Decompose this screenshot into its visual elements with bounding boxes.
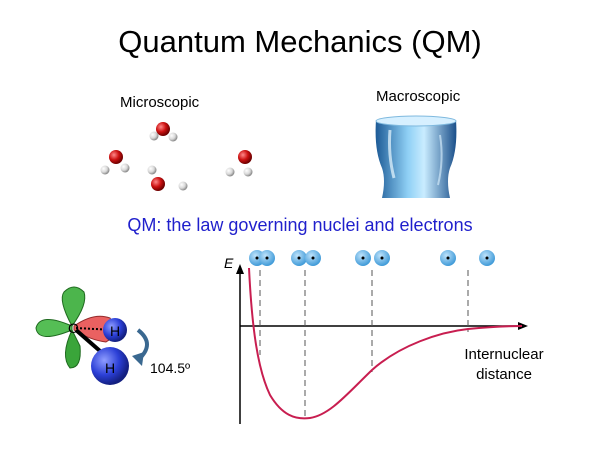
- slide-subtitle: QM: the law governing nuclei and electro…: [127, 215, 473, 235]
- microscopic-label: Microscopic: [120, 94, 200, 111]
- atom-pair-equilibrium: [291, 250, 321, 266]
- energy-axis-label: E: [224, 255, 234, 271]
- macroscopic-label: Macroscopic: [376, 88, 461, 105]
- x-axis-arrow: [518, 322, 528, 330]
- potential-energy-curve: [248, 267, 523, 420]
- slide-title: Quantum Mechanics (QM): [118, 24, 482, 59]
- atom-pair-separated: [440, 250, 495, 266]
- y-axis-arrow: [236, 264, 244, 274]
- internuclear-distance-label: Internuclear distance: [448, 345, 560, 385]
- bond-angle-label: 104.5º: [150, 360, 191, 376]
- oxygen-atom-label: O: [68, 320, 79, 336]
- hydrogen-atom-label: H: [110, 323, 121, 339]
- atom-pair-close: [249, 250, 275, 266]
- hydrogen-atom-label: H: [105, 360, 116, 376]
- water-orbital-model: [35, 286, 149, 385]
- water-molecule: [100, 150, 130, 175]
- atom-pair-stretched: [355, 250, 390, 266]
- x-axis-label-line: Internuclear: [464, 346, 544, 363]
- glass-of-water-image: [367, 108, 463, 200]
- water-molecule: [149, 122, 178, 142]
- water-molecule: [225, 150, 253, 177]
- water-molecule: [147, 165, 188, 191]
- x-axis-label-line: distance: [476, 366, 532, 383]
